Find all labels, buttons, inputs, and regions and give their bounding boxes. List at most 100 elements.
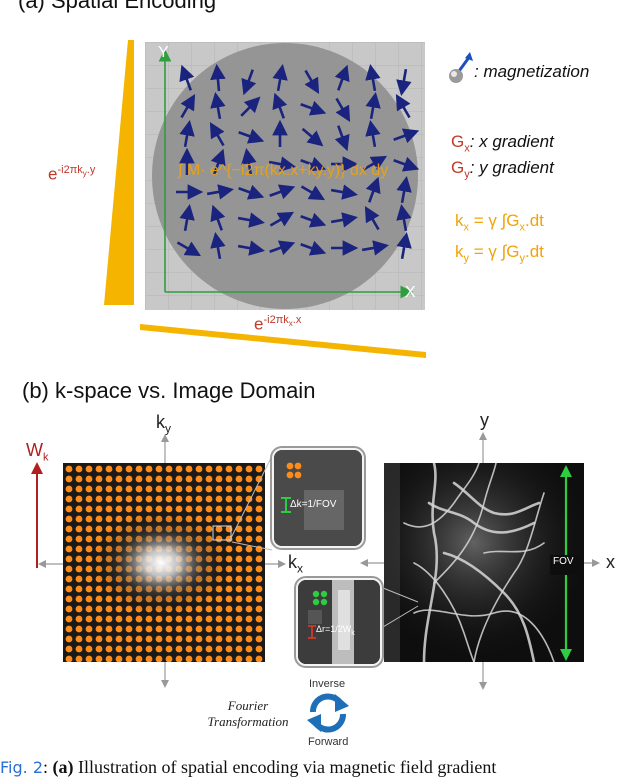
k-space-sample	[75, 575, 83, 583]
k-space-sample	[165, 465, 173, 473]
spatial-encoding-field	[145, 42, 425, 310]
k-space-sample	[115, 465, 123, 473]
k-space-sample	[65, 475, 73, 483]
k-space-sample	[225, 515, 233, 523]
fov-label: FOV	[553, 556, 574, 567]
magnetization-arrow	[365, 176, 381, 203]
k-space-sample	[65, 585, 73, 593]
k-space-sample	[65, 575, 73, 583]
gy-legend: Gy: y gradient	[451, 158, 554, 181]
k-space-sample	[205, 625, 213, 633]
k-space-sample	[215, 655, 223, 662]
k-space-sample	[255, 535, 263, 543]
k-space-sample	[195, 485, 203, 493]
k-space-sample	[215, 645, 223, 653]
k-space-sample	[145, 655, 153, 662]
k-space-sample	[235, 545, 243, 553]
k-space-sample	[95, 655, 103, 662]
magnetization-arrow	[237, 212, 265, 228]
k-space-sample	[75, 465, 83, 473]
magnetization-arrow	[393, 128, 420, 144]
k-space-sample	[75, 645, 83, 653]
k-space-sample	[195, 635, 203, 643]
k-space-sample	[125, 465, 133, 473]
magnetization-arrow	[300, 185, 326, 201]
integral-expression: ∫ M· e^{−i2π(kx.x+ky.y)} dx dy	[178, 162, 389, 179]
k-space-sample-grid	[65, 465, 263, 662]
magnetization-arrow	[180, 93, 196, 119]
k-space-sample	[85, 585, 93, 593]
k-space-sample	[115, 625, 123, 633]
vessel	[473, 492, 545, 662]
delta-k-inset	[272, 448, 364, 548]
zoom-lines-r	[377, 585, 419, 631]
k-space-sample	[205, 495, 213, 503]
magnetization-arrow	[179, 64, 195, 91]
k-space-sample	[125, 485, 133, 493]
k-space-sample	[185, 645, 193, 653]
k-space-sample	[85, 615, 93, 623]
x-gradient-wedge	[140, 324, 426, 358]
magnetization-arrow	[364, 205, 380, 231]
delta-r-inset	[296, 578, 382, 666]
k-space-sample	[195, 615, 203, 623]
k-space-sample	[155, 635, 163, 643]
k-space-sample	[235, 625, 243, 633]
k-space-sample	[255, 635, 263, 643]
y-gradient-wedge	[104, 40, 134, 305]
k-space-sample	[205, 605, 213, 613]
k-space-sample	[255, 615, 263, 623]
k-space-sample	[95, 505, 103, 513]
magnetization-arrow	[210, 92, 226, 120]
magnetization-arrow	[330, 184, 358, 200]
k-space-sample	[85, 505, 93, 513]
k-space-sample	[205, 505, 213, 513]
k-space-sample	[235, 575, 243, 583]
k-space-sample	[245, 545, 253, 553]
k-space-sample	[85, 595, 93, 603]
k-space-sample	[65, 595, 73, 603]
k-space-sample	[255, 605, 263, 613]
k-space-sample	[105, 625, 113, 633]
k-space-sample	[75, 555, 83, 563]
k-space-sample	[75, 595, 83, 603]
k-space-sample	[175, 465, 183, 473]
magnetization-arrow	[268, 156, 296, 172]
magnetization-spin-icon	[449, 52, 473, 83]
k-space-sample	[195, 505, 203, 513]
k-space-sample	[75, 605, 83, 613]
zoom-lines-k	[229, 455, 273, 551]
k-space-sample	[115, 475, 123, 483]
k-space-sample	[155, 475, 163, 483]
k-space-sample	[145, 465, 153, 473]
figure-caption: Fig. 2: (a) Illustration of spatial enco…	[0, 757, 497, 777]
k-space-sample	[75, 615, 83, 623]
k-space-sample	[235, 555, 243, 563]
k-space-sample	[245, 605, 253, 613]
magnetization-arrow	[269, 240, 296, 256]
vessel	[427, 501, 536, 534]
k-space-sample	[155, 505, 163, 513]
k-space-sample	[75, 525, 83, 533]
k-space-sample	[205, 475, 213, 483]
k-space-sample	[225, 585, 233, 593]
k-space-sample	[225, 595, 233, 603]
k-space-sample	[195, 465, 203, 473]
k-space-sample	[255, 565, 263, 573]
k-space-sample	[245, 505, 253, 513]
k-space-sample	[235, 505, 243, 513]
k-space-sample	[225, 465, 233, 473]
k-space-sample	[105, 655, 113, 662]
k-space-sample	[185, 505, 193, 513]
k-space-sample	[115, 495, 123, 503]
k-space-sample	[165, 475, 173, 483]
k-space-sample	[135, 655, 143, 662]
magnetization-arrow	[210, 148, 226, 175]
k-space-sample	[185, 625, 193, 633]
k-space-sample	[165, 615, 173, 623]
k-space-sample	[245, 625, 253, 633]
wk-label: Wk	[26, 440, 49, 464]
magnetization-arrow	[396, 68, 412, 96]
k-space-sample	[225, 495, 233, 503]
k-space-sample	[195, 655, 203, 662]
